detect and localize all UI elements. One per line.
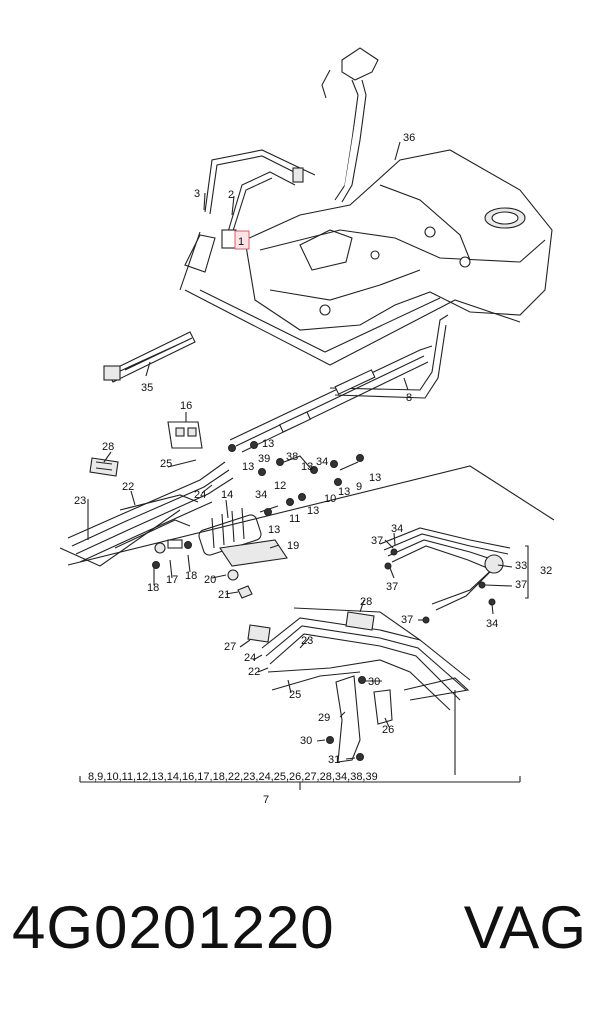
callout-20: 20 [204,574,216,586]
callout-22-left: 22 [122,481,134,493]
callouts: 1 2 3 36 35 8 16 28 25 23 22 24 14 13 13… [74,132,552,806]
callout-1-highlight [234,230,250,250]
callout-27: 27 [224,641,236,653]
pipes-lower-middle [247,607,471,763]
callout-18-a: 18 [147,582,159,594]
callout-26: 26 [382,724,394,736]
callout-30-a: 30 [368,676,380,688]
part-number: 4G0201220 [12,894,335,961]
callout-30-b: 30 [300,735,312,747]
callout-13-b: 13 [242,461,254,473]
callout-29: 29 [318,712,330,724]
callout-14: 14 [221,489,233,501]
callout-18-b: 18 [185,570,197,582]
callout-24-right: 24 [244,652,256,664]
brand-name: VAG [463,894,586,961]
callout-13-e: 13 [369,472,381,484]
callout-31: 31 [328,754,340,766]
callout-13-d: 13 [338,486,350,498]
fuel-system-exploded-diagram: 1 2 3 36 35 8 16 28 25 23 22 24 14 13 13… [59,47,555,806]
callout-32: 32 [540,565,552,577]
callout-3: 3 [194,188,200,200]
hose-clamps [152,441,364,569]
callout-37-b: 37 [386,581,398,593]
fuel-lines-1-2-3 [184,149,316,273]
pipes-lower-left [59,461,234,567]
callout-37-d: 37 [401,614,413,626]
callout-37-c: 37 [515,579,527,591]
bracket-16 [167,421,203,449]
callout-36: 36 [403,132,415,144]
callout-17: 17 [166,574,178,586]
callout-13-a: 13 [262,438,274,450]
callout-13-f: 13 [307,505,319,517]
callout-28-right: 28 [360,596,372,608]
cable-clip-strip [103,331,196,383]
callout-16: 16 [180,400,192,412]
callout-9: 9 [356,481,362,493]
clip-28-left [89,457,119,477]
callout-34-c: 34 [391,523,403,535]
callout-11: 11 [289,513,300,525]
callout-23-right: 23 [301,635,313,647]
callout-22-right: 22 [248,666,260,678]
callout-23-left: 23 [74,495,86,507]
callout-25-bottom: 25 [289,689,301,701]
fuel-line-bundle [229,314,449,453]
callout-21: 21 [218,589,230,601]
callout-34-b: 34 [255,489,267,501]
kit-contents-list: 8,9,10,11,12,13,14,16,17,18,22,23,24,25,… [88,771,378,783]
pipes-lower-right [379,527,529,624]
callout-33: 33 [515,560,527,572]
leader-lines [87,141,513,760]
filler-neck [321,47,379,203]
callout-10: 10 [324,493,336,505]
callout-35: 35 [141,382,153,394]
callout-37-a: 37 [371,535,383,547]
callout-13-c: 13 [301,461,313,473]
callout-25-top: 25 [160,458,172,470]
callout-13-g: 13 [268,524,280,536]
callout-19: 19 [287,540,299,552]
callout-28-left: 28 [102,441,114,453]
callout-34-a: 34 [316,456,328,468]
callout-34-d: 34 [486,618,498,630]
callout-7: 7 [263,794,269,806]
callout-39: 39 [258,453,270,465]
callout-38: 38 [286,451,298,463]
fuel-tank [244,149,553,331]
callout-12: 12 [274,480,286,492]
callout-1: 1 [238,236,244,248]
callout-2: 2 [228,189,234,201]
fuel-filter [154,505,288,599]
callout-8: 8 [406,392,412,404]
callout-24-left: 24 [194,489,206,501]
